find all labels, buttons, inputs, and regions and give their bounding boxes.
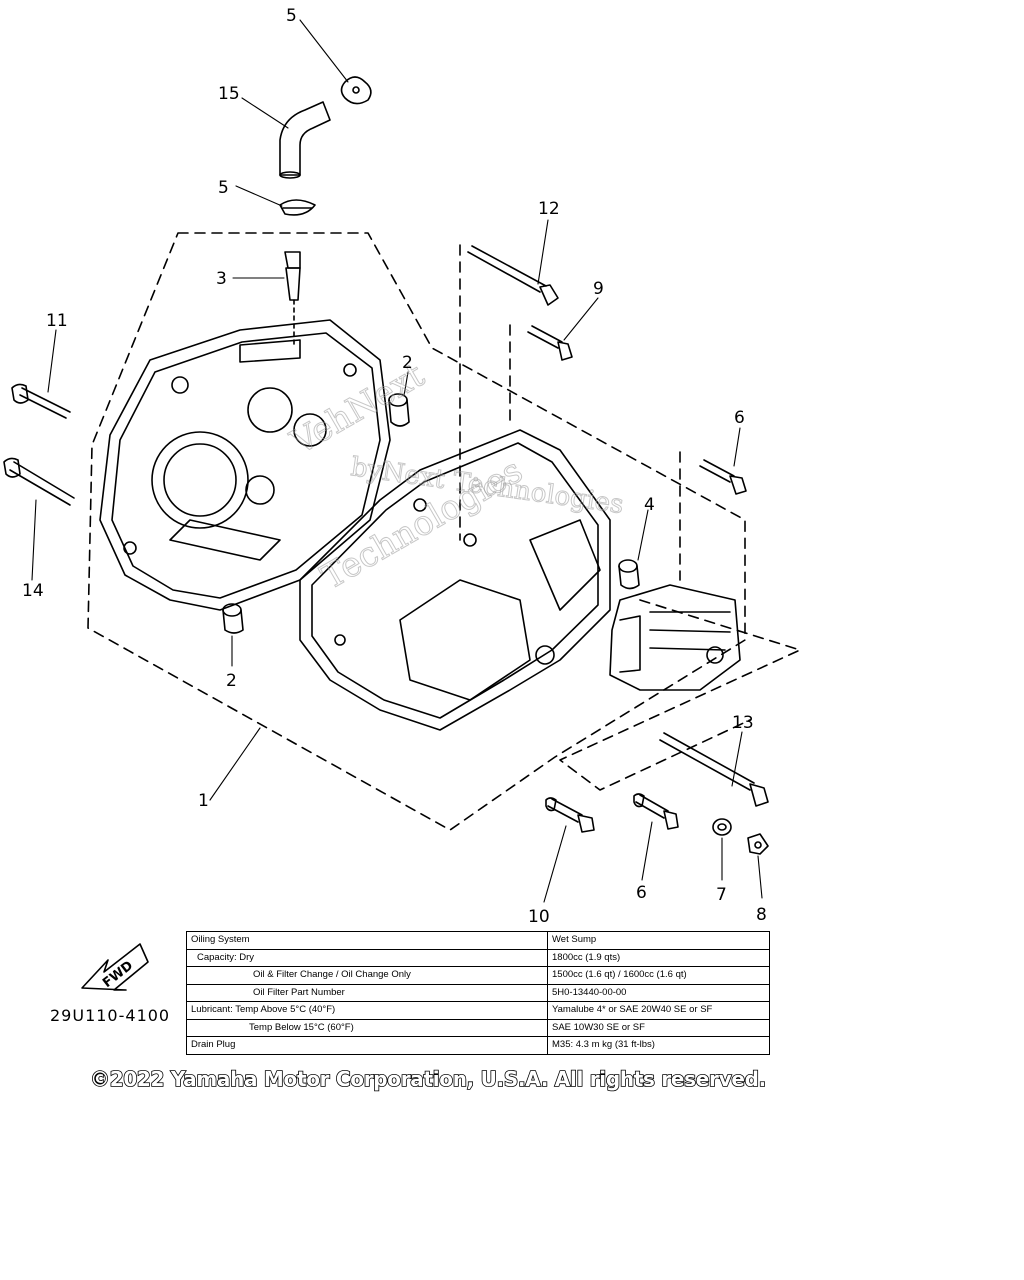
callout-8: 8 — [756, 905, 767, 925]
table-row: Temp Below 15°C (60°F) SAE 10W30 SE or S… — [186, 1018, 770, 1037]
bolt-9 — [527, 325, 573, 361]
table-row: Oil Filter Part Number 5H0-13440-00-00 — [186, 983, 770, 1002]
copyright-notice: ©2022 Yamaha Motor Corporation, U.S.A. A… — [89, 1066, 767, 1092]
callout-12: 12 — [538, 199, 560, 219]
spec-value: 1800cc (1.9 qts) — [547, 948, 770, 967]
spec-label: Temp Below 15°C (60°F) — [186, 1018, 548, 1037]
callout-14: 14 — [22, 581, 44, 601]
callout-6-upper: 6 — [734, 408, 745, 428]
spec-value: 5H0-13440-00-00 — [547, 983, 770, 1002]
spec-label: Capacity: Dry — [186, 948, 548, 967]
leader-lines — [31, 19, 763, 903]
table-row: Capacity: Dry 1800cc (1.9 qts) — [186, 948, 770, 967]
left-crankcase — [99, 319, 391, 611]
oil-pump-cover — [609, 584, 741, 691]
callout-15: 15 — [218, 84, 240, 104]
callout-2-lower: 2 — [226, 671, 237, 691]
callout-10: 10 — [528, 907, 550, 927]
spec-value: M35: 4.3 m kg (31 ft-lbs) — [547, 1036, 770, 1055]
right-crankcase — [299, 429, 611, 731]
table-row: Oil & Filter Change / Oil Change Only 15… — [186, 966, 770, 985]
drain-plug-8 — [747, 833, 769, 855]
table-row: Oiling System Wet Sump — [186, 931, 770, 950]
callout-9: 9 — [593, 279, 604, 299]
clip-top — [340, 76, 372, 105]
spec-value: Wet Sump — [547, 931, 770, 950]
bolt-10 — [545, 797, 595, 833]
watermark: VehNext Technologies byNext Technologies — [283, 354, 626, 598]
bolt-14 — [3, 457, 75, 506]
callout-6-lower: 6 — [636, 883, 647, 903]
callout-13: 13 — [732, 713, 754, 733]
bolt-13 — [659, 732, 769, 807]
callout-5-lower: 5 — [218, 178, 229, 198]
breather-hose — [279, 101, 331, 179]
callout-1: 1 — [198, 791, 209, 811]
clip-lower — [279, 199, 316, 216]
dowel-pin-lower — [222, 603, 244, 634]
dowel-pin-4 — [618, 559, 640, 590]
callout-4: 4 — [644, 495, 655, 515]
washer-7 — [712, 818, 732, 836]
spec-label: Oil & Filter Change / Oil Change Only — [186, 966, 548, 985]
callout-labels: 5 15 5 3 12 9 11 2 6 4 14 2 13 1 6 7 8 1… — [22, 6, 767, 927]
dowel-pin-upper — [388, 393, 410, 427]
spec-label: Lubricant: Temp Above 5°C (40°F) — [186, 1001, 548, 1020]
table-row: Drain Plug M35: 4.3 m kg (31 ft-lbs) — [186, 1036, 770, 1055]
fwd-arrow-icon — [81, 943, 149, 991]
callout-11: 11 — [46, 311, 68, 331]
oil-spec-table: Oiling System Wet Sump Capacity: Dry 180… — [186, 931, 770, 1055]
bolt-11 — [11, 383, 71, 419]
callout-5-top: 5 — [286, 6, 297, 26]
spec-value: Yamalube 4* or SAE 20W40 SE or SF — [547, 1001, 770, 1020]
spec-value: 1500cc (1.6 qt) / 1600cc (1.6 qt) — [547, 966, 770, 985]
figure-code: 29U110-4100 — [50, 1006, 171, 1025]
callout-3: 3 — [216, 269, 227, 289]
callout-7: 7 — [716, 885, 727, 905]
callout-2-upper: 2 — [402, 353, 413, 373]
spec-value: SAE 10W30 SE or SF — [547, 1018, 770, 1037]
bolt-6-upper — [699, 459, 747, 495]
breather-fitting — [284, 251, 301, 346]
spec-label: Oiling System — [186, 931, 548, 950]
spec-label: Oil Filter Part Number — [186, 983, 548, 1002]
spec-label: Drain Plug — [186, 1036, 548, 1055]
bolt-12 — [467, 245, 559, 306]
bolt-6-lower — [633, 793, 679, 830]
assembly-outline — [87, 232, 801, 831]
table-row: Lubricant: Temp Above 5°C (40°F) Yamalub… — [186, 1001, 770, 1020]
